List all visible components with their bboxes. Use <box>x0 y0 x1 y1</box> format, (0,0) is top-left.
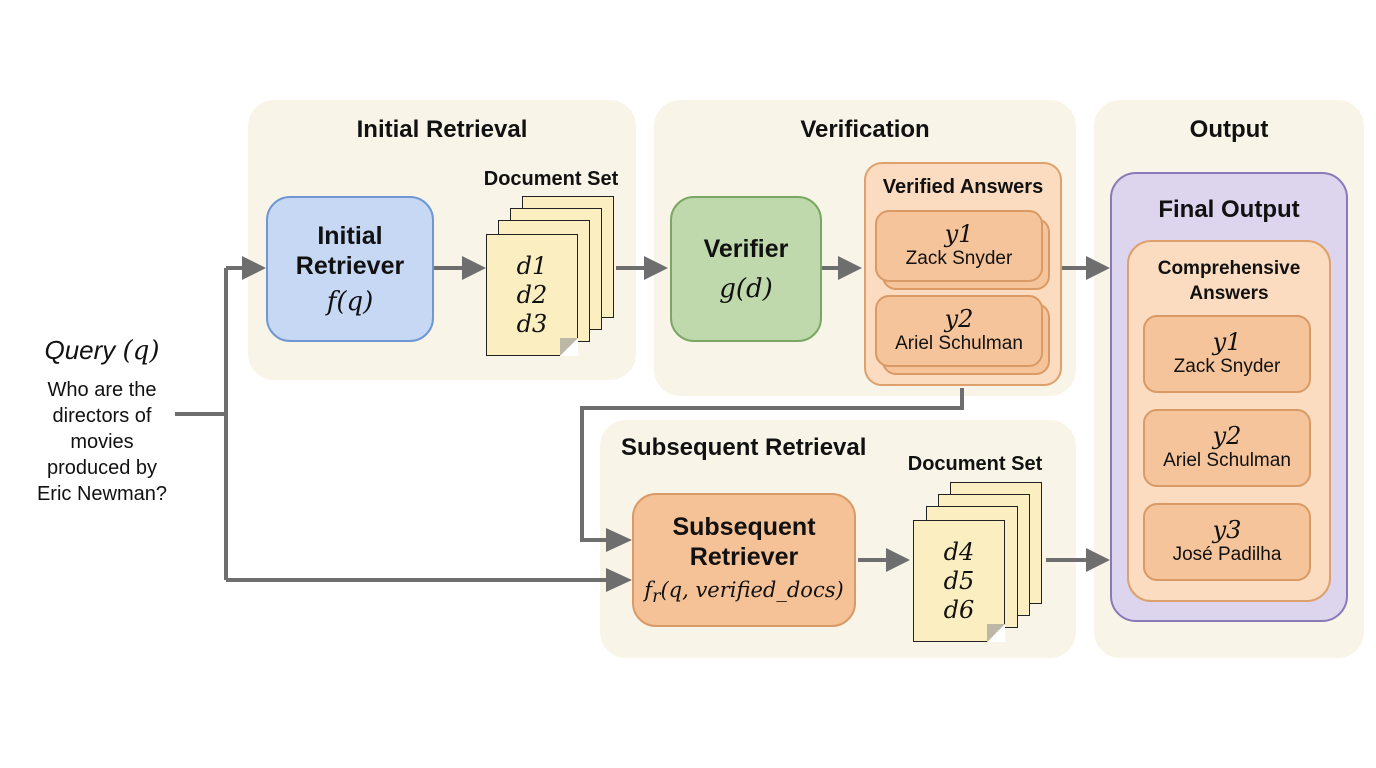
arrowhead <box>242 256 266 280</box>
subsequent-retriever-label-1: Subsequent <box>672 513 816 542</box>
answer-name: Ariel Schulman <box>895 333 1023 354</box>
verified-answer-card: y2 Ariel Schulman <box>875 295 1043 367</box>
page-fold-icon <box>560 338 578 356</box>
answer-symbol: y2 <box>944 305 974 333</box>
initial-retriever-label-2: Retriever <box>295 252 405 280</box>
arrowhead <box>606 568 632 592</box>
document-set-1: d1 d2 d3 <box>486 234 578 356</box>
comprehensive-answers-label: Comprehensive Answers <box>1129 256 1329 306</box>
answer-name: José Padilha <box>1172 544 1282 565</box>
doc-item: d3 <box>516 309 548 338</box>
query-line: Who are the <box>47 379 157 401</box>
answer-name: Zack Snyder <box>1173 356 1281 377</box>
final-output-label: Final Output <box>1158 196 1300 223</box>
answer-symbol: y3 <box>1212 516 1242 544</box>
query-line: produced by <box>46 457 158 479</box>
doc-item: d5 <box>943 566 975 595</box>
answer-name: Zack Snyder <box>905 248 1013 269</box>
comprehensive-label-line: Comprehensive <box>1157 258 1301 279</box>
answer-symbol: y2 <box>1212 422 1242 450</box>
initial-retriever-function: f(q) <box>326 287 374 317</box>
answer-symbol: y1 <box>1212 328 1242 356</box>
verifier-label: Verifier <box>703 235 789 263</box>
query-title: Query <box>44 335 116 365</box>
final-answer-card: y3 José Padilha <box>1143 503 1311 581</box>
arrowhead <box>606 528 632 552</box>
subsequent-retrieval-title: Subsequent Retrieval <box>621 434 867 461</box>
function-subscript: r <box>652 587 661 608</box>
arrowhead <box>644 256 668 280</box>
verifier-box: Verifier g(d) <box>670 196 822 342</box>
subsequent-retriever-label-2: Retriever <box>689 543 799 572</box>
query-line: movies <box>70 431 134 453</box>
initial-retriever-box: Initial Retriever f(q) <box>266 196 434 342</box>
doc-item: d6 <box>943 595 975 624</box>
final-answer-card: y1 Zack Snyder <box>1143 315 1311 393</box>
document-set-2: d4 d5 d6 <box>913 520 1005 642</box>
function-args: (q, verified_docs) <box>660 578 844 603</box>
verified-answers-label: Verified Answers <box>882 176 1044 198</box>
initial-retriever-label-1: Initial <box>317 222 383 250</box>
answer-name: Ariel Schulman <box>1163 450 1291 471</box>
output-title: Output <box>1189 116 1269 143</box>
query-text: Who are the directors of movies produced… <box>20 377 184 507</box>
page-fold-icon <box>987 624 1005 642</box>
comprehensive-label-line: Answers <box>1189 283 1269 304</box>
query-line: directors of <box>52 405 152 427</box>
feedback-loop <box>580 388 964 542</box>
doc-item: d1 <box>516 251 548 280</box>
doc-item: d4 <box>943 537 975 566</box>
answer-symbol: y1 <box>944 220 974 248</box>
verified-answer-card: y1 Zack Snyder <box>875 210 1043 282</box>
query-heading: Query (q) <box>20 334 184 367</box>
verifier-function: g(d) <box>719 274 773 304</box>
arrowhead <box>462 256 486 280</box>
query-symbol: (q) <box>122 336 160 366</box>
arrowhead <box>886 548 910 572</box>
query-block: Query (q) Who are the directors of movie… <box>20 334 184 507</box>
verification-title: Verification <box>800 116 930 143</box>
function-name: f <box>644 578 653 603</box>
arrowhead <box>838 256 862 280</box>
subsequent-retriever-box: Subsequent Retriever fr(q, verified_docs… <box>632 493 856 627</box>
arrowhead <box>1086 548 1110 572</box>
document-set-2-label: Document Set <box>907 453 1043 475</box>
initial-retrieval-title: Initial Retrieval <box>356 116 528 143</box>
query-line: Eric Newman? <box>36 483 168 505</box>
document-set-1-label: Document Set <box>483 168 619 190</box>
doc-item: d2 <box>516 280 548 309</box>
subsequent-retriever-function: fr(q, verified_docs) <box>644 578 843 607</box>
arrowhead <box>1086 256 1110 280</box>
final-answer-card: y2 Ariel Schulman <box>1143 409 1311 487</box>
